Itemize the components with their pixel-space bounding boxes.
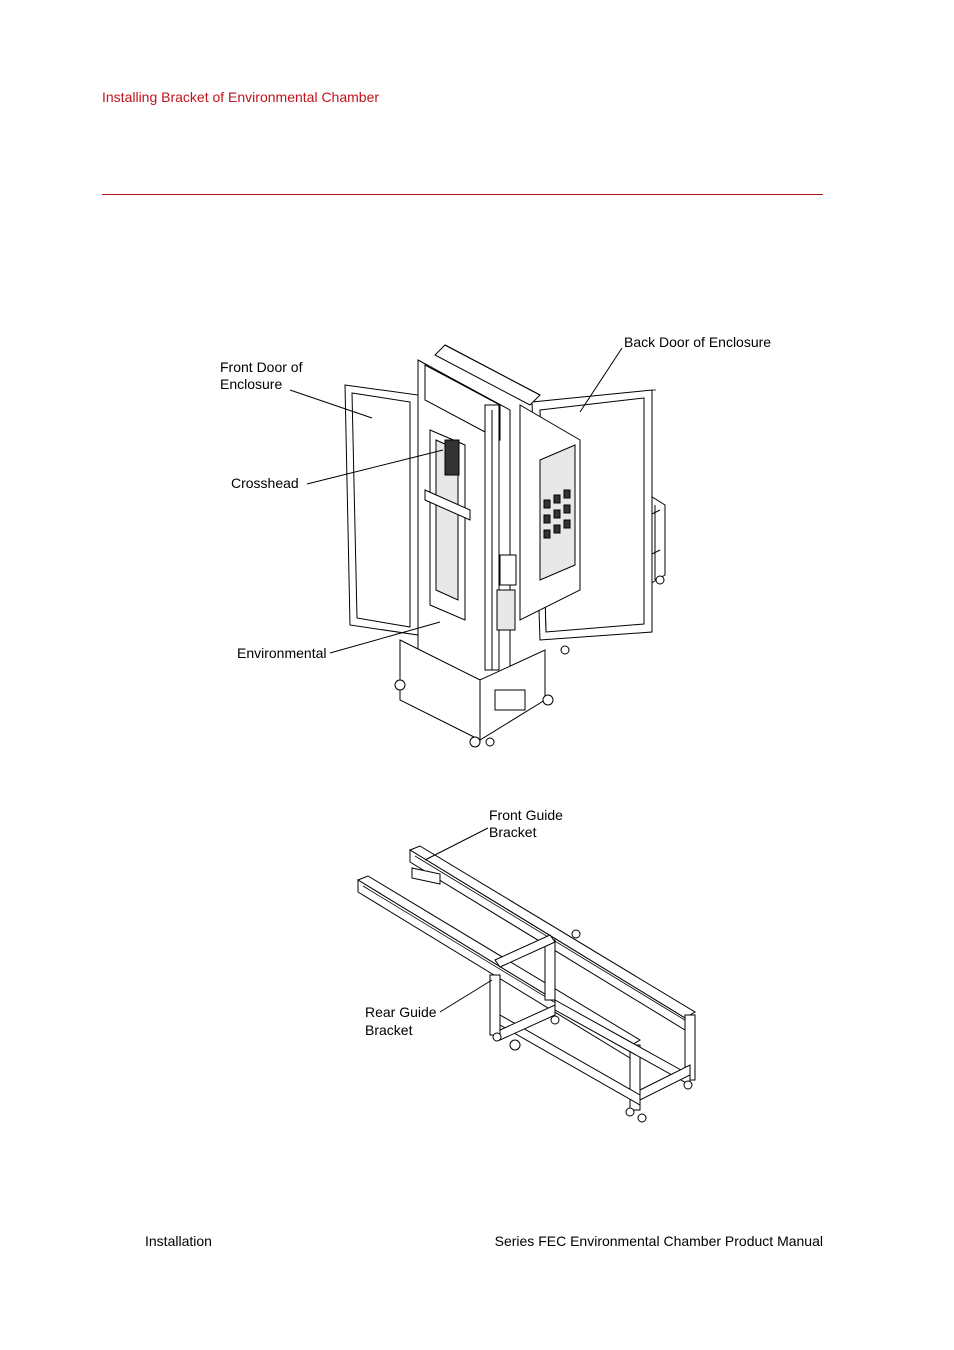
frame-base [394, 639, 554, 748]
front-door-label-line2: Enclosure [220, 376, 283, 392]
crosshead-leader [306, 449, 444, 485]
back-door-label: Back Door of Enclosure [624, 334, 772, 350]
load-frame [417, 359, 517, 681]
back-door-leader [579, 347, 623, 413]
environmental-label: Environmental [237, 645, 327, 661]
rear-guide-label-line2: Bracket [365, 1022, 413, 1038]
rear-guide-label-line1: Rear Guide [365, 1004, 437, 1020]
rear-guide-leader [439, 979, 493, 1013]
front-guide-leader [424, 827, 489, 861]
bracket-support-frame [489, 934, 696, 1123]
controller-cabinet [519, 404, 581, 621]
figure1-callouts [289, 347, 623, 654]
enclosure-top-frame [434, 344, 541, 406]
front-guide-label-line1: Front Guide [489, 807, 563, 823]
front-door-leader [289, 389, 373, 419]
front-door-label-line1: Front Door of [220, 359, 303, 375]
figure2-callouts [424, 827, 493, 1013]
environmental-leader [329, 621, 441, 654]
front-guide-label-line2: Bracket [489, 824, 537, 840]
footer-manual-title: Series FEC Environmental Chamber Product… [494, 1233, 823, 1249]
footer-chapter: Installation [145, 1233, 212, 1249]
section-title: Installing Bracket of Environmental Cham… [102, 89, 380, 105]
front-door-panel [344, 384, 419, 636]
crosshead-label: Crosshead [231, 475, 299, 491]
header-divider [102, 194, 823, 195]
